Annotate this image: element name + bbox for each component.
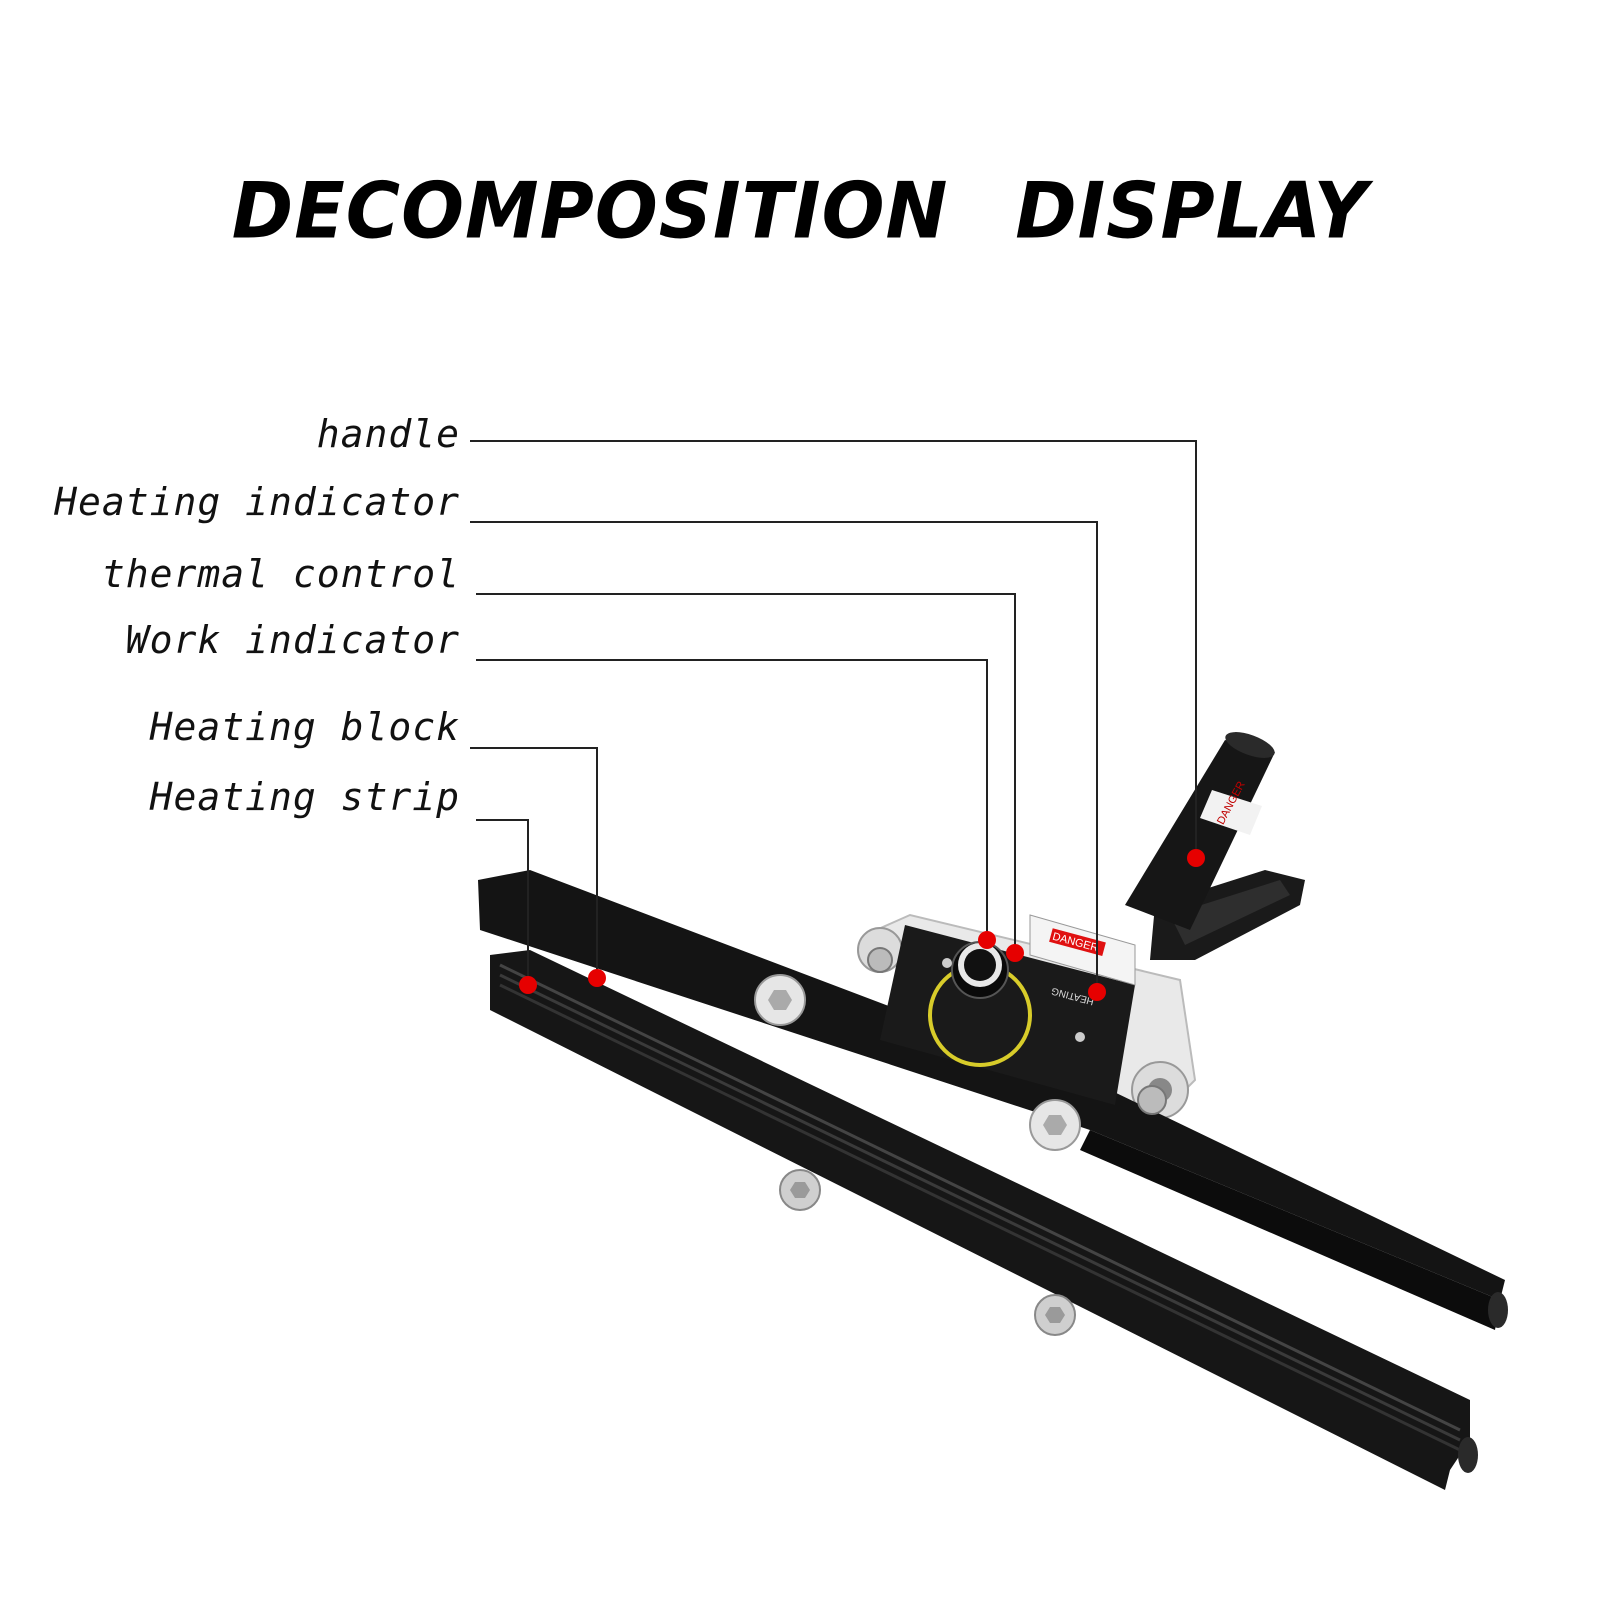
bolt-icon <box>867 947 893 973</box>
label-work-indicator: Work indicator <box>125 618 460 662</box>
label-thermal-control: thermal control <box>101 552 460 596</box>
label-heating-indicator: Heating indicator <box>54 480 460 524</box>
upper-handle: DANGER <box>1125 732 1275 930</box>
marker-dot-icon <box>1006 944 1024 962</box>
marker-dot-icon <box>1088 983 1106 1001</box>
bolts <box>754 947 1167 1336</box>
label-heating-strip: Heating strip <box>149 775 460 819</box>
leader-heating-indicator <box>470 521 1098 992</box>
leader-handle <box>470 440 1197 858</box>
lower-jaw <box>490 950 1478 1490</box>
upper-jaw <box>478 870 1508 1330</box>
leader-lines <box>470 440 1197 992</box>
label-handle: handle <box>316 412 460 456</box>
label-heating-block: Heating block <box>149 705 460 749</box>
bolt-icon <box>1137 1085 1167 1115</box>
page-title: DECOMPOSITION DISPLAY <box>231 165 1369 257</box>
leader-thermal-control <box>476 593 1016 953</box>
marker-dot-icon <box>1187 849 1205 867</box>
leader-heating-block <box>470 747 598 978</box>
marker-dot-icon <box>519 976 537 994</box>
leader-work-indicator <box>476 659 988 940</box>
control-panel: DANGER HEATING <box>880 914 1136 1105</box>
lower-handle <box>1150 870 1305 960</box>
marker-dot-icon <box>588 969 606 987</box>
marker-dot-icon <box>978 931 996 949</box>
leader-heating-strip <box>476 819 529 985</box>
markers <box>519 849 1205 1001</box>
